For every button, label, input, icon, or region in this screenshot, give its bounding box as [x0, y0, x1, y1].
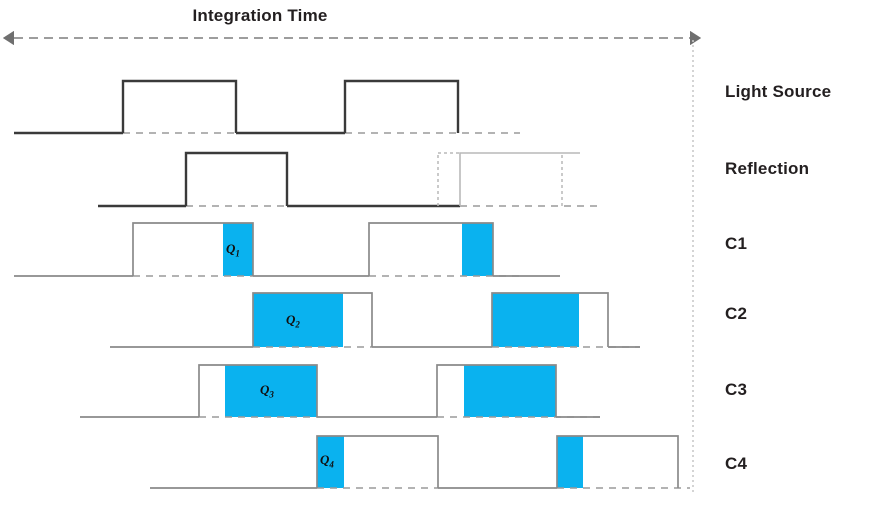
- row-label-c1: C1: [725, 234, 748, 253]
- waveform-row-c1: [14, 222, 560, 277]
- charge-label-q4: Q4: [320, 452, 334, 470]
- charge-area-c1-2: [462, 223, 493, 276]
- charge-area-c1-1: [223, 223, 253, 276]
- pulse-c3-2: [436, 364, 557, 417]
- charge-label-base: Q: [226, 241, 236, 256]
- row-label-c4: C4: [725, 454, 748, 473]
- charge-label-q2: Q2: [286, 312, 300, 330]
- waveform-row-reflection: [98, 151, 600, 208]
- row-label-reflection: Reflection: [725, 159, 810, 178]
- charge-label-subscript: 3: [269, 389, 274, 400]
- annotation-layer: [2, 30, 702, 492]
- pulse-c3-1: [198, 364, 318, 417]
- charge-label-q3: Q3: [260, 382, 274, 400]
- charge-label-q1: Q1: [226, 241, 240, 259]
- charge-label-base: Q: [260, 382, 270, 397]
- charge-area-c2-1: [253, 293, 343, 347]
- pulse-light-source-2: [343, 79, 460, 133]
- waveform-row-c3: [80, 364, 600, 418]
- row-label-c2: C2: [725, 304, 748, 323]
- row-label-light-source: Light Source: [725, 82, 832, 101]
- charge-area-c3-2: [464, 365, 556, 417]
- charge-label-base: Q: [286, 312, 296, 327]
- pulse-c4-1: [316, 435, 439, 488]
- pulse-c2-2: [491, 292, 609, 347]
- charge-area-c4-2: [557, 436, 583, 488]
- pulse-light-source-1: [121, 79, 238, 133]
- charge-area-c2-2: [492, 293, 579, 347]
- waveform-row-c2: [110, 292, 640, 348]
- figure-title: Integration Time: [192, 6, 328, 25]
- pulse-c4-2: [556, 435, 679, 488]
- row-label-c3: C3: [725, 380, 748, 399]
- pulse-c1-2: [368, 222, 494, 276]
- charge-label-subscript: 2: [295, 319, 300, 330]
- charge-area-c3-1: [225, 365, 317, 417]
- pulse-c1-1: [132, 222, 254, 276]
- charge-area-c4-1: [317, 436, 344, 488]
- charge-label-subscript: 4: [329, 459, 334, 470]
- waveform-row-light-source: [14, 79, 520, 135]
- waveform-layer: [14, 79, 690, 489]
- ghost-pulse-reflection: [459, 152, 580, 206]
- charge-label-base: Q: [320, 452, 330, 467]
- pulse-reflection-1: [184, 151, 289, 206]
- waveform-row-c4: [150, 435, 690, 489]
- charge-label-subscript: 1: [235, 248, 240, 259]
- pulse-c2-1: [252, 292, 373, 347]
